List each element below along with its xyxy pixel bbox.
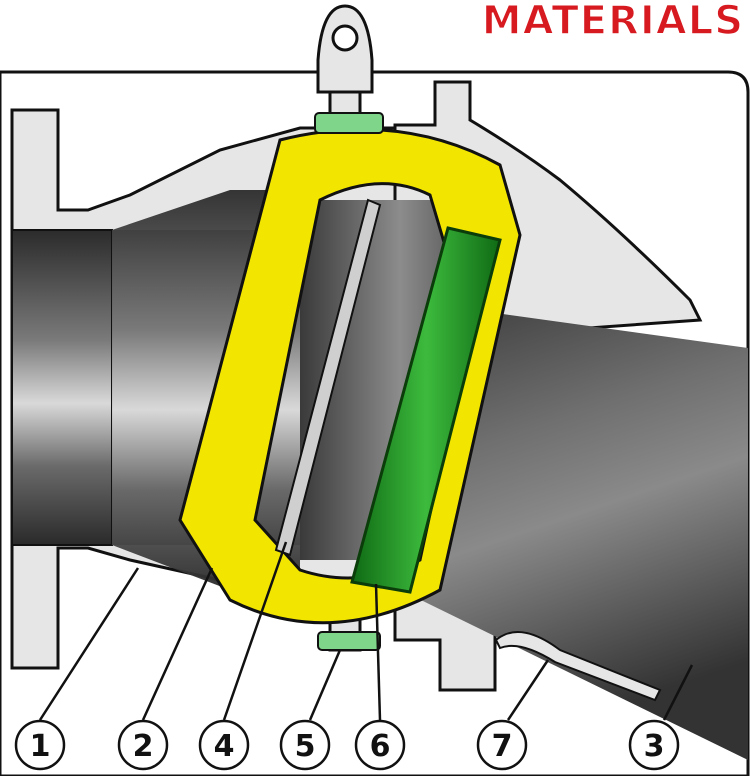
- callout-6: 6: [354, 719, 406, 771]
- callout-1: 1: [14, 719, 66, 771]
- callout-4-label: 4: [214, 729, 235, 764]
- callout-6-label: 6: [370, 729, 391, 764]
- leader-3: [662, 664, 694, 721]
- callout-2: 2: [117, 719, 169, 771]
- callout-5-label: 5: [295, 729, 316, 764]
- materials-title: MATERIALS: [481, 0, 744, 45]
- leader-4: [222, 541, 288, 721]
- leader-1: [38, 567, 140, 721]
- leader-5: [308, 649, 342, 721]
- leader-6: [374, 583, 382, 721]
- callout-2-label: 2: [133, 729, 154, 764]
- inlet-flange-face: [11, 229, 113, 546]
- callout-1-label: 1: [30, 729, 51, 764]
- leader-lines: [38, 541, 694, 721]
- leader-2: [141, 567, 214, 721]
- top-gasket: [314, 112, 384, 134]
- lifting-eye: [316, 4, 374, 94]
- retaining-ring: [274, 198, 382, 557]
- callout-3-label: 3: [644, 729, 665, 764]
- callout-3: 3: [628, 719, 680, 771]
- callout-7: 7: [476, 719, 528, 771]
- callout-5: 5: [279, 719, 331, 771]
- leader-7: [506, 659, 550, 721]
- outer-sleeve: [494, 631, 662, 702]
- bottom-gasket: [317, 631, 381, 651]
- callout-4: 4: [198, 719, 250, 771]
- callout-7-label: 7: [492, 729, 513, 764]
- green-seal-ring: [350, 226, 502, 594]
